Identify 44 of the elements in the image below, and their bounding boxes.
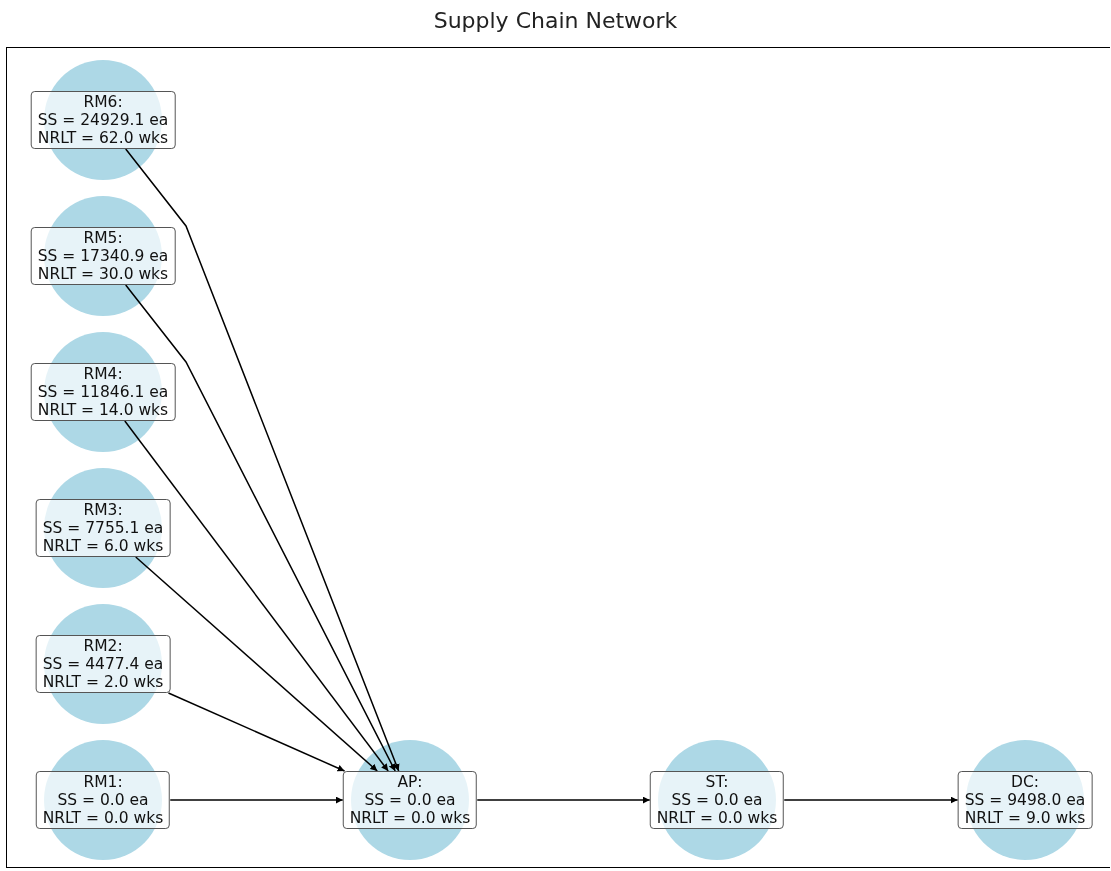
arrow	[124, 148, 400, 772]
node-text: RM4:	[82, 365, 124, 383]
node-label-box	[649, 771, 785, 829]
node-text: SS = 0.0 ea	[670, 791, 764, 809]
node-text: NRLT = 62.0 wks	[37, 129, 169, 147]
node-label-box	[342, 771, 478, 829]
node-label-box	[30, 363, 176, 421]
arrow	[124, 420, 389, 772]
arrow	[167, 692, 346, 772]
node-label-box	[30, 91, 176, 149]
node-text: AP:	[396, 773, 424, 791]
arrow	[169, 796, 344, 804]
arrow	[124, 284, 396, 772]
node-text: SS = 24929.1 ea	[37, 111, 169, 129]
node-label-box	[35, 499, 171, 557]
node-text: RM1:	[82, 773, 124, 791]
node-text: DC:	[1010, 773, 1040, 791]
node-text: SS = 0.0 ea	[363, 791, 457, 809]
node-label-box	[30, 227, 176, 285]
node-text: NRLT = 9.0 wks	[964, 809, 1086, 827]
arrow	[476, 796, 651, 804]
chart-title: Supply Chain Network	[432, 8, 679, 33]
node-text: NRLT = 6.0 wks	[42, 537, 164, 555]
node-label-box	[35, 771, 171, 829]
node-text: RM3:	[82, 501, 124, 519]
node-text: RM6:	[82, 93, 124, 111]
node-label-box	[957, 771, 1093, 829]
node-label-box	[35, 635, 171, 693]
node-text: SS = 9498.0 ea	[964, 791, 1086, 809]
node-text: NRLT = 14.0 wks	[37, 401, 169, 419]
node-text: SS = 7755.1 ea	[42, 519, 164, 537]
node-text: ST:	[704, 773, 730, 791]
node-text: NRLT = 2.0 wks	[42, 673, 164, 691]
arrow	[783, 796, 959, 804]
node-text: SS = 11846.1 ea	[37, 383, 169, 401]
node-text: SS = 4477.4 ea	[42, 655, 164, 673]
node-text: NRLT = 0.0 wks	[656, 809, 778, 827]
node-text: SS = 17340.9 ea	[37, 247, 169, 265]
node-text: NRLT = 30.0 wks	[37, 265, 169, 283]
node-text: SS = 0.0 ea	[56, 791, 150, 809]
node-text: RM2:	[82, 637, 124, 655]
node-text: NRLT = 0.0 wks	[349, 809, 471, 827]
node-text: NRLT = 0.0 wks	[42, 809, 164, 827]
node-text: RM5:	[82, 229, 124, 247]
